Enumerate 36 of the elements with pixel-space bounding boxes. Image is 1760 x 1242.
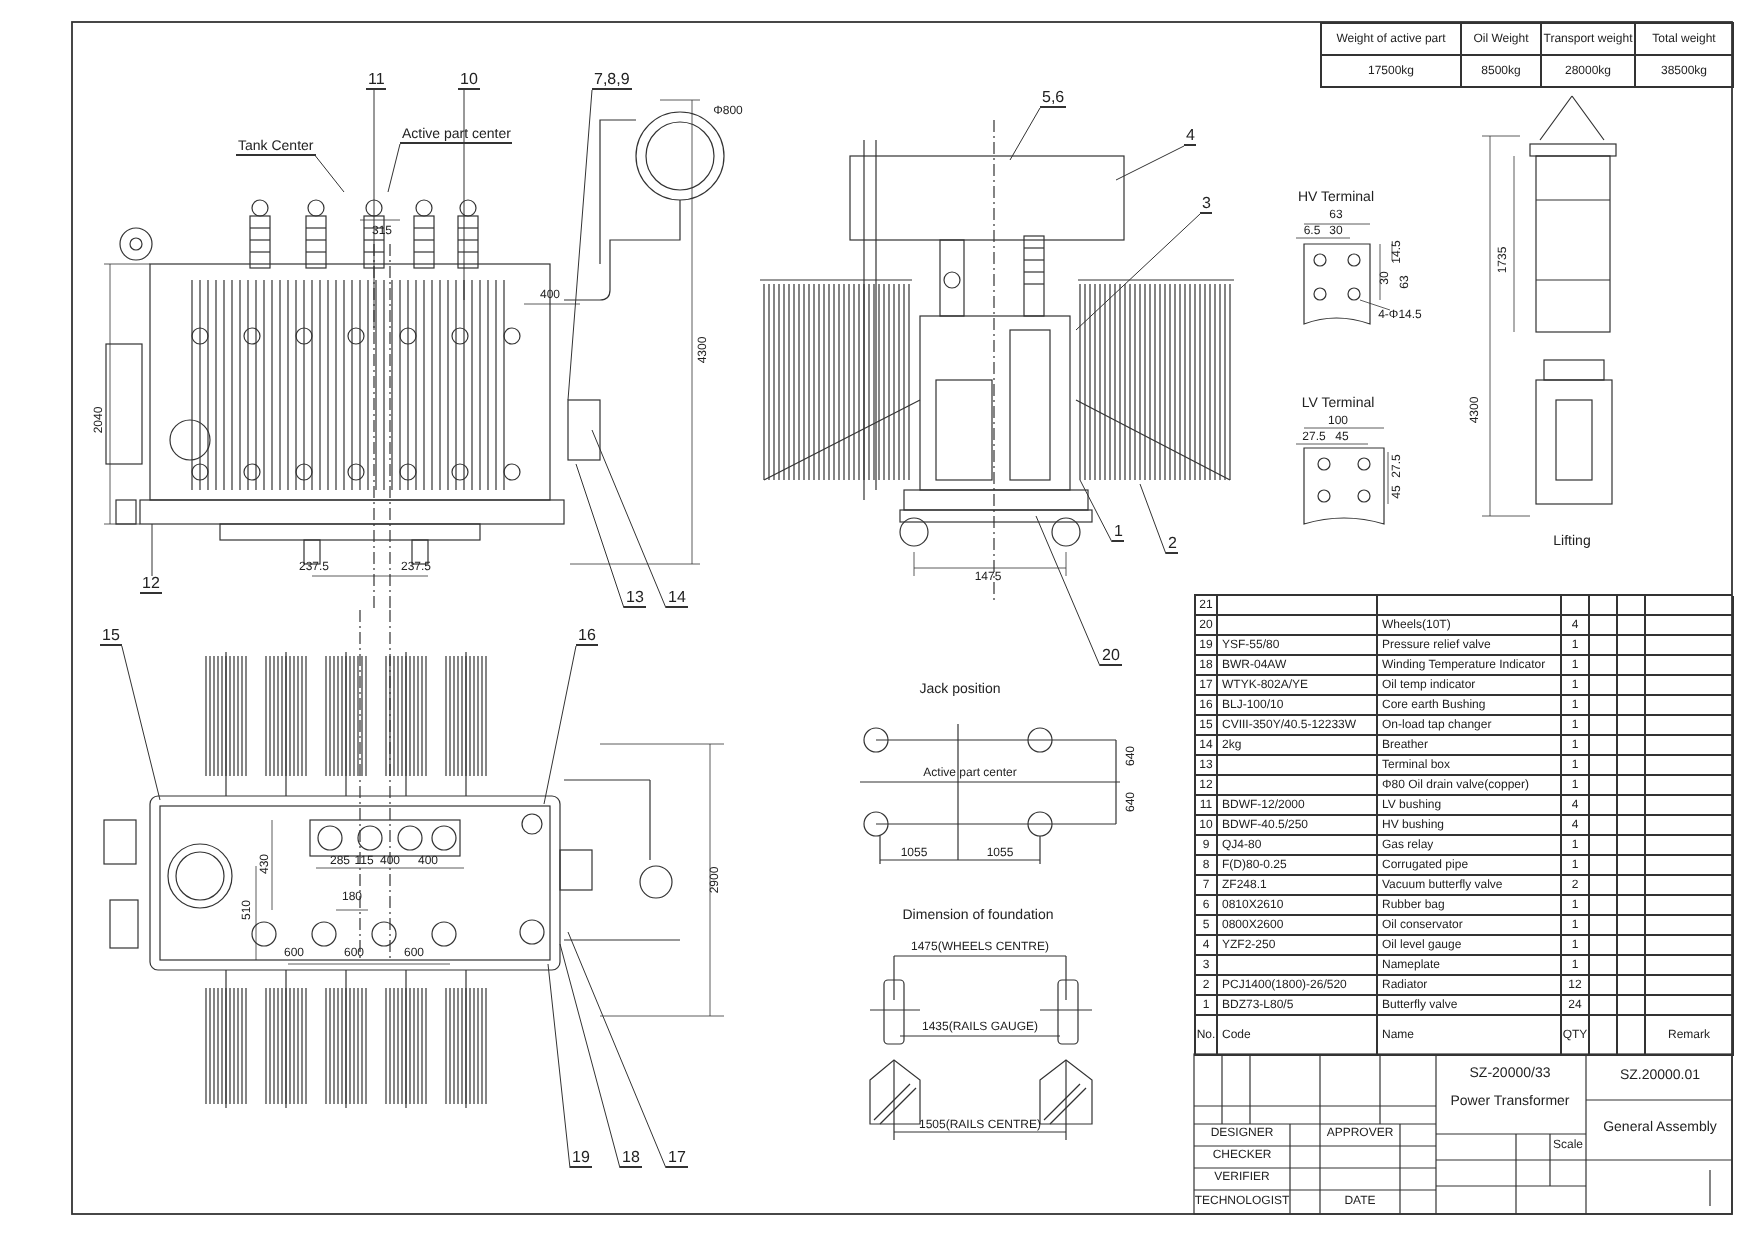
leader-line: [121, 645, 161, 801]
callout-number: 15: [100, 628, 122, 646]
callout-number: 7,8,9: [592, 72, 632, 90]
callout-number: 11: [366, 72, 387, 90]
leader-line: [547, 963, 571, 1169]
leader-line: [463, 89, 465, 301]
callout-number: 12: [140, 576, 162, 594]
leader-line: [543, 645, 577, 805]
leader-line: [1139, 483, 1167, 555]
leader-line: [591, 429, 667, 609]
callout-number: 19: [570, 1150, 592, 1168]
leader-line: [151, 523, 153, 577]
leader-line: [559, 943, 621, 1169]
leader-line: [387, 143, 401, 193]
leader-line: [1075, 213, 1201, 331]
callout-number: 4: [1184, 128, 1197, 146]
callout-number: 20: [1100, 648, 1122, 666]
callout-number: 13: [624, 590, 646, 608]
leader-line: [1035, 515, 1101, 667]
leader-line: [1115, 145, 1185, 181]
callout-number: 16: [576, 628, 598, 646]
callout-number: 3: [1200, 196, 1213, 214]
callout-number: 1: [1112, 524, 1125, 542]
callout-number: 5,6: [1040, 90, 1067, 108]
callout-number: 10: [458, 72, 480, 90]
callout-number: 18: [620, 1150, 642, 1168]
leader-line: [1079, 479, 1113, 543]
leader-line: [315, 155, 345, 193]
leader-line: [567, 89, 593, 401]
leader-line: [575, 463, 625, 609]
callout-number: 17: [666, 1150, 688, 1168]
callout-number: 14: [666, 590, 688, 608]
leader-line: [1009, 107, 1041, 161]
callout-number: 2: [1166, 536, 1179, 554]
leader-line: [567, 931, 667, 1169]
leader-line: [373, 89, 375, 331]
